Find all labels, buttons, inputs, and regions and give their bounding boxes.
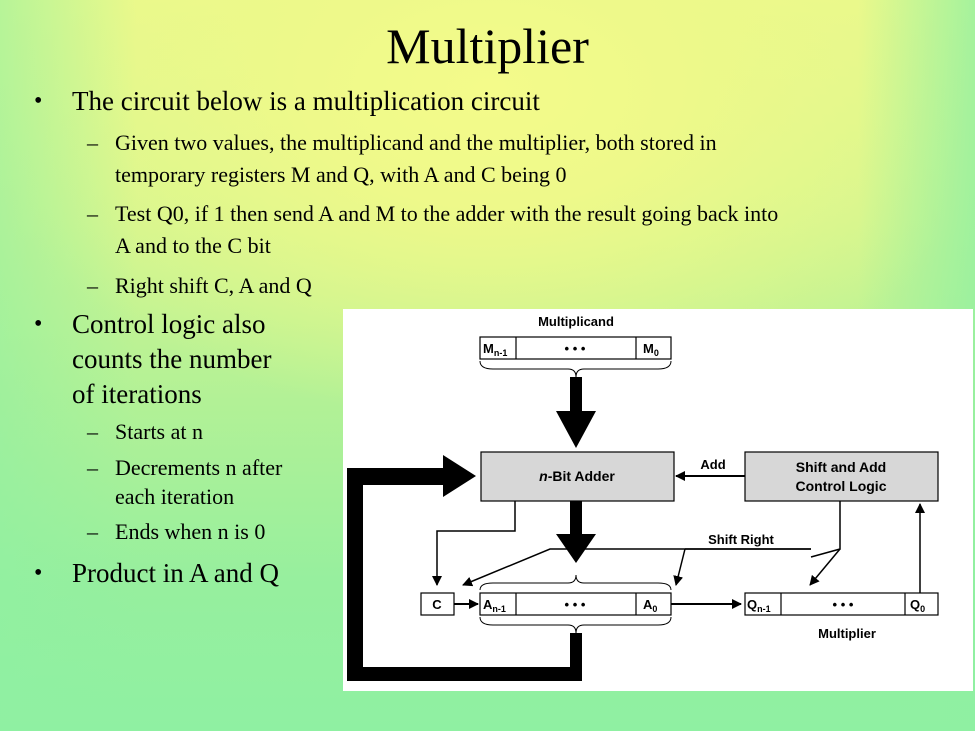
bullet-dot: • bbox=[34, 560, 43, 586]
m-ellipsis: • • • bbox=[565, 341, 586, 356]
a-high-cell: An-1 bbox=[483, 597, 506, 614]
sub-bullet-line: A and to the C bit bbox=[115, 233, 271, 258]
dash-marker: – bbox=[87, 201, 98, 226]
a-ellipsis: • • • bbox=[565, 597, 586, 612]
bullet-line: counts the number bbox=[72, 344, 272, 374]
sub-bullet-ends: – Ends when n is 0 bbox=[87, 516, 266, 548]
m-high-cell: Mn-1 bbox=[483, 341, 507, 358]
a-low-cell: A0 bbox=[643, 597, 657, 614]
bullet-product: • Product in A and Q bbox=[34, 556, 279, 591]
q-register: Qn-1 • • • Q0 bbox=[744, 592, 939, 616]
sub-bullet-line: Right shift C, A and Q bbox=[115, 273, 312, 298]
add-label: Add bbox=[700, 457, 725, 472]
slide-title: Multiplier bbox=[386, 18, 589, 74]
multiplier-label: Multiplier bbox=[818, 626, 876, 641]
control-logic-block bbox=[744, 451, 939, 502]
sub-bullet-test: – Test Q0, if 1 then send A and M to the… bbox=[87, 198, 779, 262]
shift-right-label: Shift Right bbox=[708, 532, 774, 547]
sub-bullet-line: each iteration bbox=[115, 484, 235, 509]
bullet-line: of iterations bbox=[72, 379, 202, 409]
control-line-2: Control Logic bbox=[796, 478, 887, 494]
shift-arrow-to-a bbox=[673, 548, 686, 586]
dash-marker: – bbox=[87, 273, 98, 298]
q-low-cell: Q0 bbox=[910, 597, 925, 614]
shift-arrow-to-q bbox=[809, 548, 841, 586]
dash-marker: – bbox=[87, 519, 98, 544]
dash-marker: – bbox=[87, 419, 98, 444]
shift-line-main bbox=[810, 501, 841, 558]
circuit-svg: Multiplicand Mn-1 • • • M0 n-Bit Adder S… bbox=[347, 314, 939, 681]
sub-bullet-starts: – Starts at n bbox=[87, 416, 203, 448]
dash-marker: – bbox=[87, 455, 98, 480]
adder-block bbox=[480, 451, 675, 502]
multiplier-circuit-diagram: Multiplicand Mn-1 • • • M0 n-Bit Adder S… bbox=[343, 309, 973, 691]
bullet-text: Product in A and Q bbox=[72, 558, 279, 588]
sub-bullet-line: temporary registers M and Q, with A and … bbox=[115, 162, 567, 187]
bullet-text: The circuit below is a multiplication ci… bbox=[72, 86, 540, 116]
bullet-dot: • bbox=[34, 88, 43, 114]
feedback-loop-arrow bbox=[347, 455, 582, 681]
multiplicand-label: Multiplicand bbox=[538, 314, 614, 329]
sub-bullet-line: Starts at n bbox=[115, 419, 203, 444]
bullet-circuit: • The circuit below is a multiplication … bbox=[34, 84, 540, 119]
q-ellipsis: • • • bbox=[833, 597, 854, 612]
multiplicand-brace bbox=[479, 360, 672, 378]
sub-bullet-line: Decrements n after bbox=[115, 455, 283, 480]
c-label: C bbox=[432, 597, 442, 612]
sub-bullet-line: Given two values, the multiplicand and t… bbox=[115, 130, 717, 155]
sub-bullet-line: Test Q0, if 1 then send A and M to the a… bbox=[115, 201, 779, 226]
adder-label: n-Bit Adder bbox=[539, 468, 615, 484]
data-arrow-adder-to-a bbox=[556, 501, 596, 563]
dash-marker: – bbox=[87, 130, 98, 155]
shift-arrow-to-c bbox=[462, 548, 811, 587]
sub-bullet-decrements: – Decrements n after each iteration bbox=[87, 453, 283, 511]
carry-arrow bbox=[432, 501, 516, 586]
bullet-dot: • bbox=[34, 311, 43, 337]
multiplicand-register: Mn-1 • • • M0 bbox=[479, 336, 672, 360]
m-low-cell: M0 bbox=[643, 341, 659, 358]
sub-bullet-shift: – Right shift C, A and Q bbox=[87, 270, 312, 302]
control-line-1: Shift and Add bbox=[796, 459, 886, 475]
sub-bullet-given: – Given two values, the multiplicand and… bbox=[87, 127, 717, 191]
q-high-cell: Qn-1 bbox=[747, 597, 771, 614]
sub-bullet-line: Ends when n is 0 bbox=[115, 519, 266, 544]
bullet-control-logic: • Control logic also counts the number o… bbox=[34, 307, 272, 412]
data-arrow-m-to-adder bbox=[556, 377, 596, 448]
bullet-line: Control logic also bbox=[72, 309, 266, 339]
a-register: An-1 • • • A0 bbox=[479, 574, 672, 634]
